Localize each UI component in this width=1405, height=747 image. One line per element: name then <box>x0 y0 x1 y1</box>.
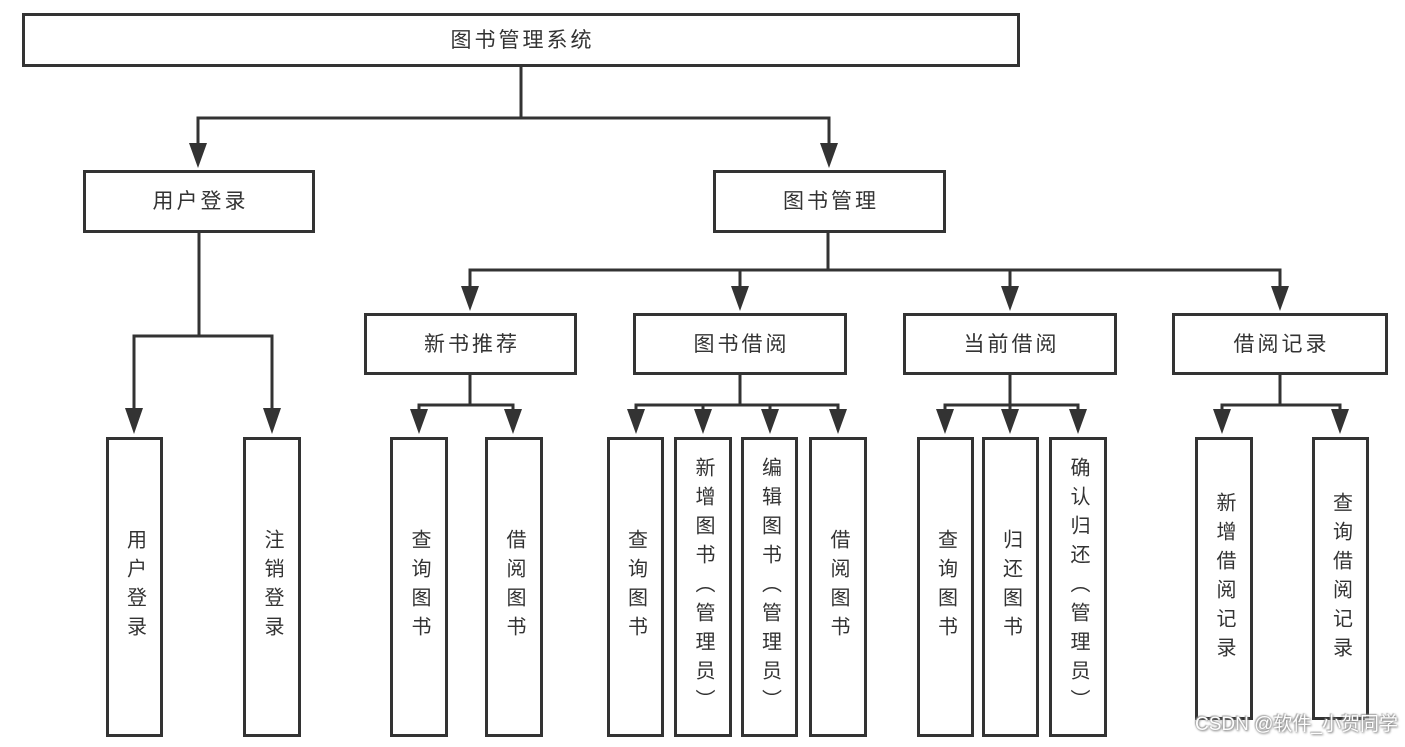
connector-current-borrow <box>943 373 1080 414</box>
leaf-borrow-books: 借阅图书 <box>809 437 867 737</box>
leaf-confirm-return-admin-label: 确认归还（管理员） <box>1067 456 1089 718</box>
connector-book-management <box>468 231 1282 290</box>
connector-book-borrow <box>634 373 840 414</box>
leaf-borrow-books-label: 借阅图书 <box>827 529 849 645</box>
node-book-borrow-label: 图书借阅 <box>693 332 790 356</box>
connector-borrow-records <box>1220 373 1342 414</box>
node-user-login: 用户登录 <box>83 170 315 233</box>
node-library-management-system: 图书管理系统 <box>22 13 1020 67</box>
leaf-borrow-books-recommend-label: 借阅图书 <box>503 529 525 645</box>
leaf-return-book-label: 归还图书 <box>999 529 1022 645</box>
leaf-query-books-current: 查询图书 <box>917 437 974 737</box>
connector-new-book <box>417 373 515 414</box>
node-borrow-records: 借阅记录 <box>1172 313 1388 375</box>
leaf-add-book-admin-label: 新增图书（管理员） <box>692 456 714 718</box>
csdn-watermark: CSDN @软件_小贺同学 <box>1195 714 1398 735</box>
connector-root <box>196 65 831 148</box>
leaf-edit-book-admin: 编辑图书（管理员） <box>741 437 798 737</box>
leaf-query-books-borrow-label: 查询图书 <box>624 529 647 645</box>
node-new-book-recommend-label: 新书推荐 <box>424 332 520 356</box>
leaf-edit-book-admin-label: 编辑图书（管理员） <box>758 456 781 718</box>
node-book-management-label: 图书管理 <box>783 190 879 213</box>
node-current-borrow-label: 当前借阅 <box>963 332 1060 356</box>
leaf-query-books-recommend-label: 查询图书 <box>408 529 430 645</box>
leaf-add-borrow-record-label: 新增借阅记录 <box>1213 491 1235 666</box>
leaf-query-books-borrow: 查询图书 <box>607 437 664 737</box>
leaf-add-book-admin: 新增图书（管理员） <box>674 437 732 737</box>
node-book-management: 图书管理 <box>713 170 946 233</box>
connector-user-login <box>132 231 274 412</box>
leaf-user-login: 用户登录 <box>106 437 163 737</box>
leaf-return-book: 归还图书 <box>982 437 1039 737</box>
leaf-query-books-recommend: 查询图书 <box>390 437 448 737</box>
leaf-logout: 注销登录 <box>243 437 301 737</box>
leaf-borrow-books-recommend: 借阅图书 <box>485 437 543 737</box>
leaf-query-books-current-label: 查询图书 <box>934 529 957 645</box>
leaf-query-borrow-record-label: 查询借阅记录 <box>1329 491 1352 666</box>
leaf-query-borrow-record: 查询借阅记录 <box>1312 437 1369 720</box>
node-user-login-label: 用户登录 <box>152 190 249 213</box>
node-library-management-system-label: 图书管理系统 <box>450 28 595 52</box>
leaf-add-borrow-record: 新增借阅记录 <box>1195 437 1253 720</box>
node-borrow-records-label: 借阅记录 <box>1233 332 1330 356</box>
node-book-borrow: 图书借阅 <box>633 313 847 375</box>
node-new-book-recommend: 新书推荐 <box>364 313 577 375</box>
leaf-confirm-return-admin: 确认归还（管理员） <box>1049 437 1107 737</box>
leaf-user-login-label: 用户登录 <box>123 529 146 645</box>
node-current-borrow: 当前借阅 <box>903 313 1117 375</box>
leaf-logout-label: 注销登录 <box>261 529 283 645</box>
